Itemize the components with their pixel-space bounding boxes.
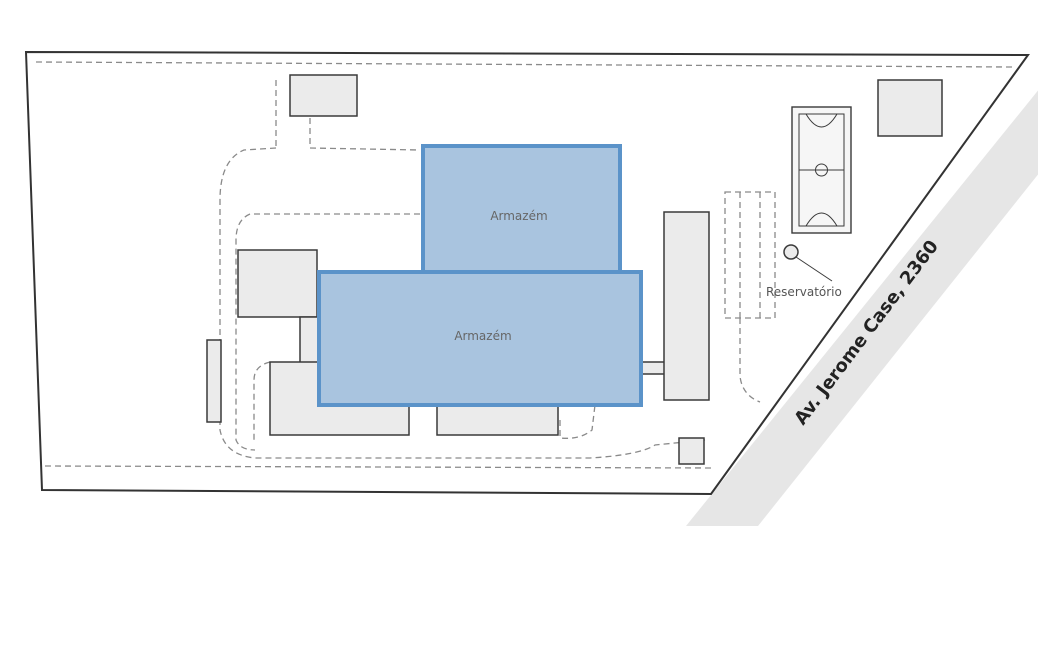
building-northeast [877,79,943,137]
reservoir: Reservatório [766,244,842,299]
path-to-top-building [275,80,421,151]
path-lower-left [253,361,271,440]
dashed-paths [35,61,1013,469]
building-east-tall [663,211,710,401]
building-small-southeast [678,437,705,465]
sports-court [791,106,852,234]
path-perimeter-bottom [44,465,716,469]
path-perimeter-top [35,61,1013,68]
court-center-circle [815,163,828,177]
path-east-frame-b [739,192,761,318]
reservoir-leader-line [795,256,833,282]
reservoir-circle [783,244,799,260]
warehouse-lower [317,270,643,407]
building-narrow-west [206,339,222,423]
warehouse-upper-label: Armazém [490,209,547,223]
street-label: Av. Jerome Case, 2360 [790,236,942,429]
path-inner-loop [235,213,420,451]
court-arc-top [805,113,838,128]
court-arc-bottom [805,212,838,227]
lot-boundary [24,50,1030,496]
building-top [289,74,358,117]
reservoir-label: Reservatório [766,285,842,299]
path-east-frame-a [724,191,776,319]
warehouse-upper [421,144,622,276]
warehouses: Armazém Armazém [317,144,643,407]
path-west-loop [219,147,706,459]
warehouse-lower-label: Armazém [454,329,511,343]
road-band [686,90,1038,526]
path-east-curve [739,318,761,403]
building-connector-east [640,361,666,375]
building-west [237,249,318,318]
path-lower-mid [559,404,596,439]
